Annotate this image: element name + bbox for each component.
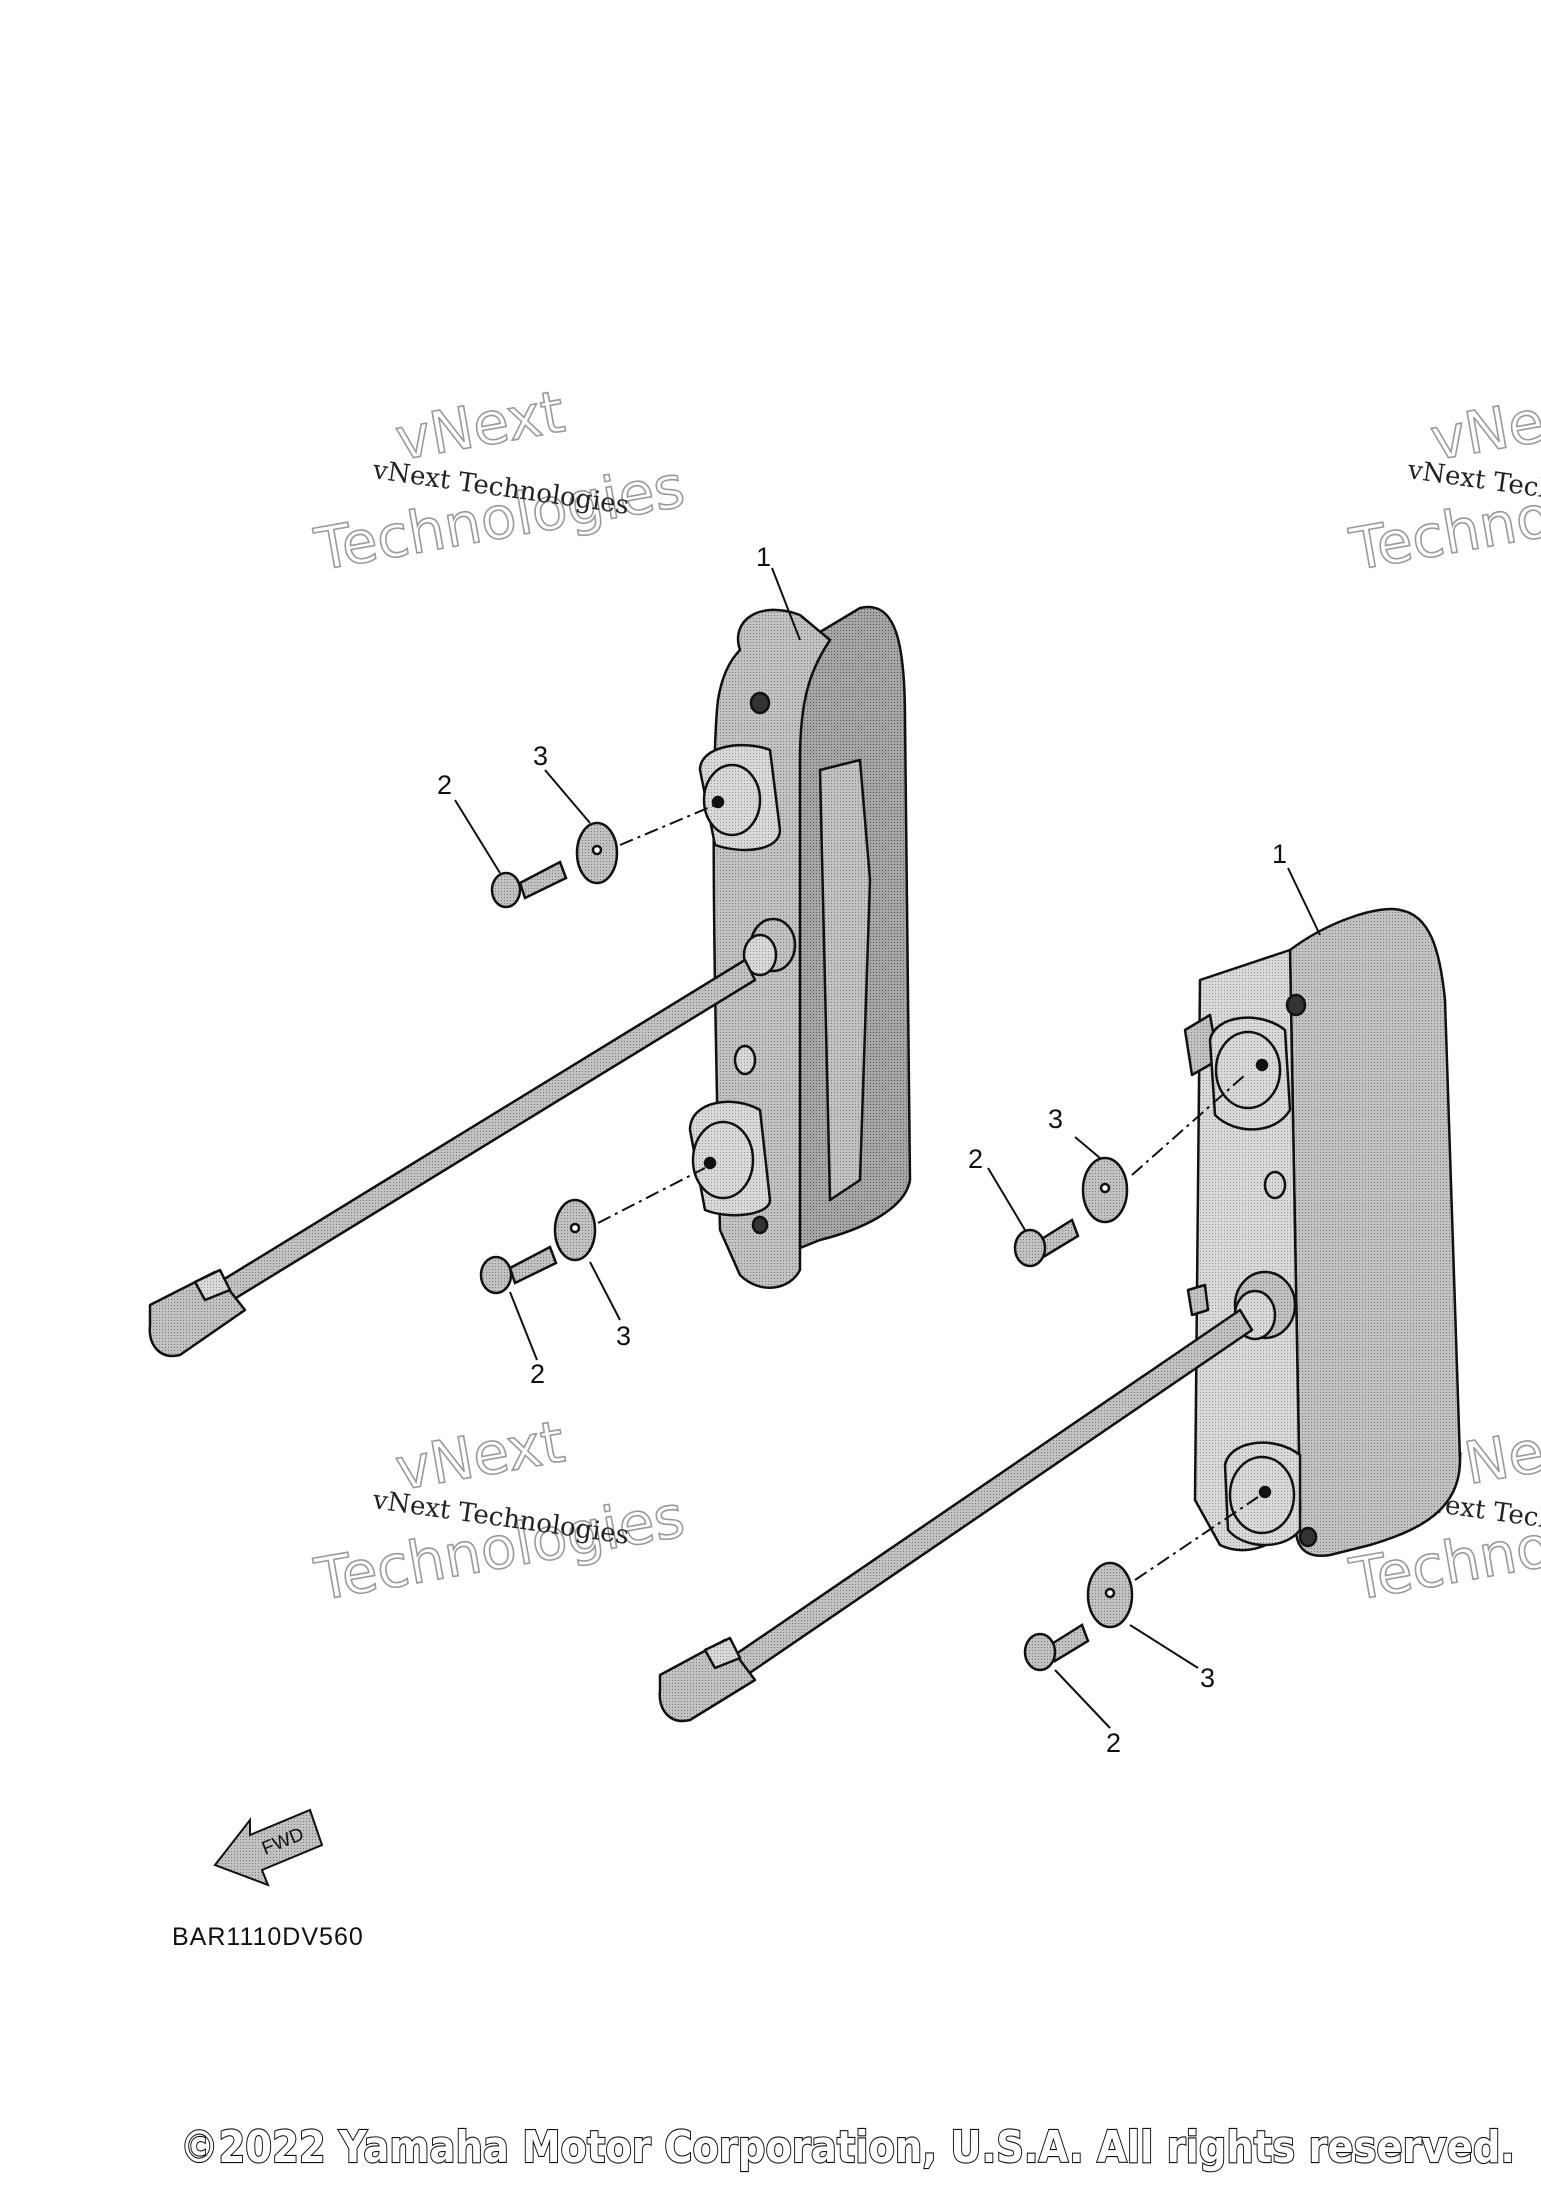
watermark-top-right: vNext Technologies vNext Technologies [1344,377,1541,585]
callout-left-upper-screw: 2 [437,770,452,800]
callout-right-upper-washer: 3 [1048,1104,1063,1134]
watermark-large-line-1: vNext [391,1407,570,1503]
right-taillight-assembly [658,907,1462,1723]
right-upper-alignment-line [1131,1074,1246,1176]
left-upper-screw [490,860,568,909]
callout-right-lower-washer: 3 [1200,1663,1215,1693]
watermark-middle-left: vNext Technologies vNext Technologies [309,1407,690,1615]
figure-code: BAR1110DV560 [172,1923,364,1951]
left-lower-screw [479,1245,558,1295]
forward-direction-arrow: FWD [213,1808,324,1887]
right-lower-alignment-line [1134,1496,1259,1581]
right-upper-washer [1081,1156,1129,1224]
callout-left-lower-washer: 3 [616,1321,631,1351]
callout-right-lower-screw: 2 [1106,1728,1121,1758]
callout-leaders [454,567,1321,1729]
left-upper-alignment-line [619,804,716,846]
callout-right-upper-screw: 2 [968,1144,983,1174]
left-upper-washer [575,821,619,885]
left-lower-alignment-line [597,1167,706,1224]
copyright-notice: ©2022 Yamaha Motor Corporation, U.S.A. A… [180,2122,1515,2173]
watermark-large-line-1: vNext [391,377,570,473]
right-lower-screw [1023,1623,1090,1672]
watermark-top-left: vNext Technologies vNext Technologies [309,377,690,585]
left-taillight-assembly [148,605,912,1358]
right-upper-screw [1013,1218,1080,1268]
callout-left-upper-washer: 3 [533,741,548,771]
callout-left-assembly: 1 [756,542,771,572]
callout-left-lower-screw: 2 [530,1359,545,1389]
callout-right-assembly: 1 [1272,839,1287,869]
right-lower-washer [1086,1561,1134,1629]
left-lower-washer [553,1198,597,1262]
